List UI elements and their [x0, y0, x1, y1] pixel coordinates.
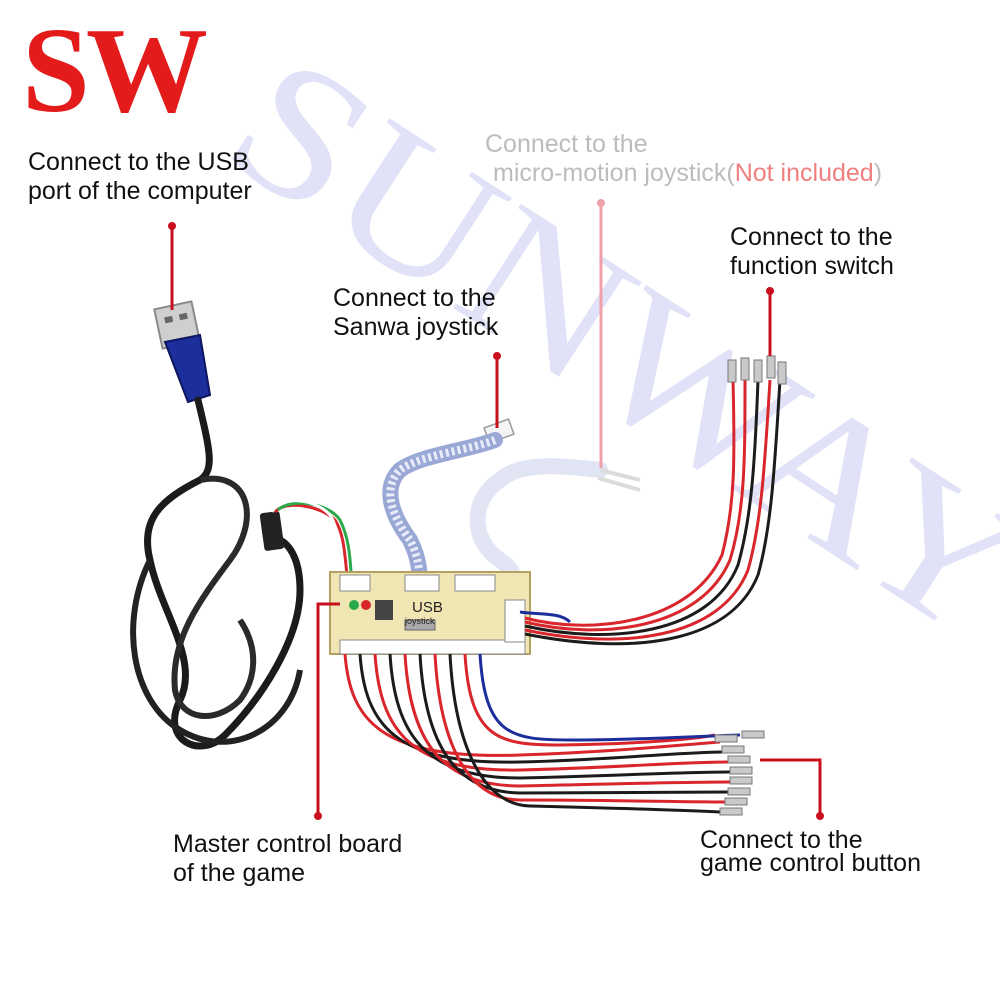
label-game-button: Connect to the game control button: [700, 826, 921, 878]
label-button-line2: game control button: [700, 849, 921, 877]
board-text-joystick: joystick: [404, 616, 435, 626]
label-usb-port: Connect to the USB port of the computer: [28, 148, 252, 206]
button-wires: [343, 653, 741, 814]
button-terminals: [714, 730, 765, 816]
label-micro-main: micro-motion joystick(: [493, 159, 735, 187]
sw-logo: SW: [22, 3, 208, 138]
leader-master: [314, 602, 340, 820]
label-function-switch: Connect to the function switch: [730, 223, 894, 281]
leader-usb: [168, 222, 176, 310]
cable-connector: [259, 499, 354, 586]
label-sanwa-line1: Connect to the: [333, 284, 496, 312]
label-micro-note: Not included: [734, 159, 874, 187]
label-function-line2: function switch: [730, 252, 894, 280]
label-master-line1: Master control board: [173, 830, 403, 858]
usb-cable-loop-2: [130, 558, 303, 745]
label-function-line1: Connect to the: [730, 223, 893, 251]
label-button-line1: Connect to the: [700, 826, 863, 854]
leader-micro: [597, 199, 605, 468]
sanwa-ribbon-cable: [382, 418, 515, 598]
label-micro-end: ): [873, 159, 883, 187]
label-micro-line1: Connect to the: [485, 130, 648, 158]
leader-function: [766, 287, 774, 356]
usb-plug: [153, 300, 212, 404]
label-sanwa-joystick: Connect to the Sanwa joystick: [333, 284, 498, 342]
label-master-line2: of the game: [173, 859, 306, 887]
function-switch-terminals: [727, 355, 787, 385]
label-micro-line2: micro-motion joystick(Not included): [485, 159, 882, 188]
function-switch-wires: [519, 379, 782, 646]
label-usb-line1: Connect to the USB: [28, 148, 249, 176]
leader-sanwa: [493, 352, 501, 428]
usb-cable-loop: [171, 475, 257, 719]
control-board: USB joystick: [329, 571, 531, 655]
label-usb-line2: port of the computer: [28, 177, 252, 205]
leader-button: [760, 758, 824, 820]
label-sanwa-line2: Sanwa joystick: [333, 313, 499, 341]
label-micro-motion-joystick: Connect to the micro-motion joystick(Not…: [485, 130, 882, 188]
board-text-usb: USB: [412, 599, 443, 616]
label-master-board: Master control board of the game: [173, 830, 402, 888]
